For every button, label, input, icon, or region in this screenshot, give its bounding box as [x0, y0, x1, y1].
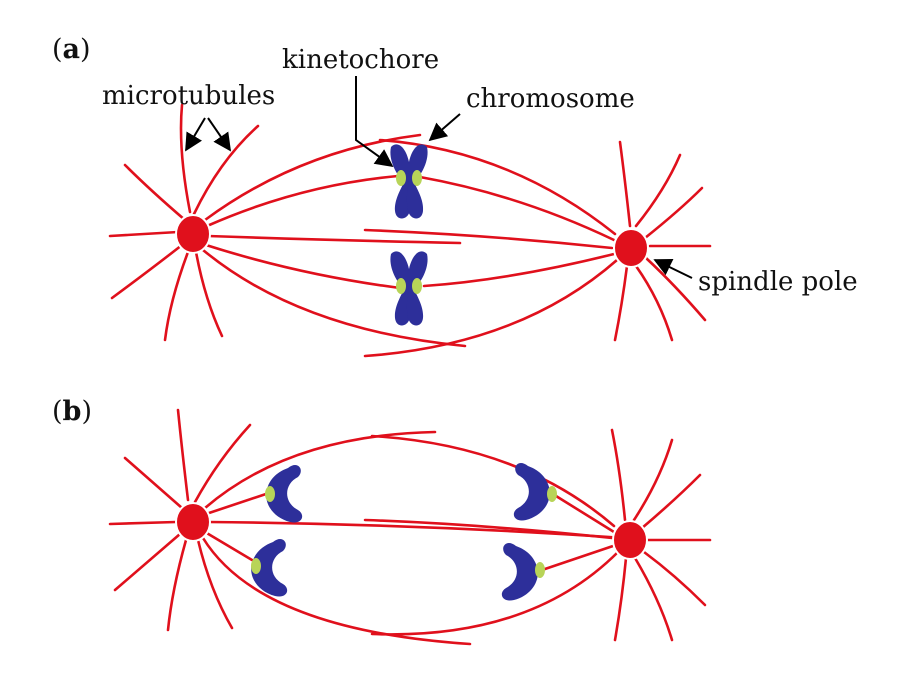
arrow-spindle-pole: [653, 258, 693, 279]
spindle-microtubule: [378, 138, 617, 236]
astral-microtubule: [613, 556, 628, 642]
label-spindle-pole: spindle pole: [698, 267, 858, 297]
microtubules-a: [108, 103, 712, 358]
astral-microtubule: [610, 428, 627, 522]
spindle-microtubule: [203, 133, 422, 222]
astral-microtubule: [193, 423, 252, 504]
spindle-microtubule: [205, 174, 400, 228]
spindle-pole-right: [613, 228, 649, 268]
spindle-microtubule: [418, 175, 616, 242]
kinetochore-right: [412, 170, 422, 186]
spindle-microtubule: [363, 228, 614, 250]
panel-a-label: (a): [52, 34, 91, 65]
kinetochore: [251, 558, 261, 574]
spindle-microtubule: [370, 550, 620, 636]
arrow-chromosome: [428, 113, 461, 142]
chromosome-a-top: [390, 144, 428, 219]
kinetochore-right: [412, 278, 422, 294]
astral-microtubule: [108, 520, 178, 526]
astral-microtubule: [176, 408, 190, 502]
astral-microtubule: [123, 456, 184, 510]
spindle-microtubule: [203, 430, 437, 510]
astral-microtubule: [108, 230, 180, 238]
spindle-microtubule: [206, 234, 462, 245]
chromatid-left-top: [265, 465, 303, 523]
spindle-microtubule: [363, 258, 619, 358]
panel-a: (a): [52, 34, 858, 358]
astral-microtubule: [640, 473, 702, 530]
label-microtubules: microtubules: [102, 81, 275, 111]
astral-microtubule: [618, 140, 632, 228]
kinetochore-microtubule: [204, 492, 268, 516]
spindle-microtubule: [363, 518, 614, 540]
kinetochore-microtubule: [540, 544, 615, 572]
kinetochore-microtubule: [203, 530, 254, 562]
microtubules-b: [108, 408, 712, 646]
spindle-microtubule: [206, 520, 627, 540]
spindle-pole-left: [175, 214, 211, 254]
astral-microtubule: [196, 538, 234, 630]
astral-microtubule: [633, 556, 674, 642]
kinetochore-microtubule: [554, 494, 616, 534]
kinetochore-left: [396, 278, 406, 294]
label-chromosome: chromosome: [466, 84, 635, 114]
label-kinetochore: kinetochore: [282, 45, 439, 75]
chromosome-a-bottom: [390, 251, 428, 326]
kinetochore: [535, 562, 545, 578]
astral-microtubule: [113, 532, 182, 592]
spindle-microtubule: [370, 434, 616, 528]
astral-microtubule: [110, 243, 184, 300]
astral-microtubule: [643, 186, 704, 240]
astral-microtubule: [632, 438, 674, 522]
kinetochore: [547, 486, 557, 502]
arrow-kinetochore: [355, 76, 394, 168]
chromatid-right-top: [513, 463, 557, 521]
chromatid-right-bottom: [501, 543, 545, 601]
astral-microtubule: [634, 264, 674, 342]
kinetochore: [265, 486, 275, 502]
astral-microtubule: [163, 250, 190, 342]
astral-microtubule: [179, 103, 192, 214]
astral-microtubule: [166, 538, 188, 632]
spindle-pole-left: [175, 502, 211, 542]
arrow-microtubules-1: [185, 117, 206, 152]
astral-microtubule: [613, 264, 629, 342]
arrow-microtubules-2: [207, 117, 232, 152]
panel-b-label: (b): [52, 396, 92, 427]
panel-b: (b): [52, 396, 712, 646]
kinetochore-left: [396, 170, 406, 186]
astral-microtubule: [644, 256, 707, 322]
chromatid-left-bottom: [251, 539, 288, 597]
astral-microtubule: [192, 124, 260, 216]
astral-microtubule: [194, 250, 224, 338]
astral-microtubule: [123, 163, 187, 222]
astral-microtubule: [642, 550, 707, 607]
spindle-pole-right: [612, 520, 648, 560]
spindle-microtubule: [201, 248, 467, 348]
spindle-microtubule: [204, 243, 402, 290]
astral-microtubule: [634, 153, 682, 228]
spindle-microtubule: [201, 536, 472, 646]
spindle-microtubule: [422, 252, 616, 288]
